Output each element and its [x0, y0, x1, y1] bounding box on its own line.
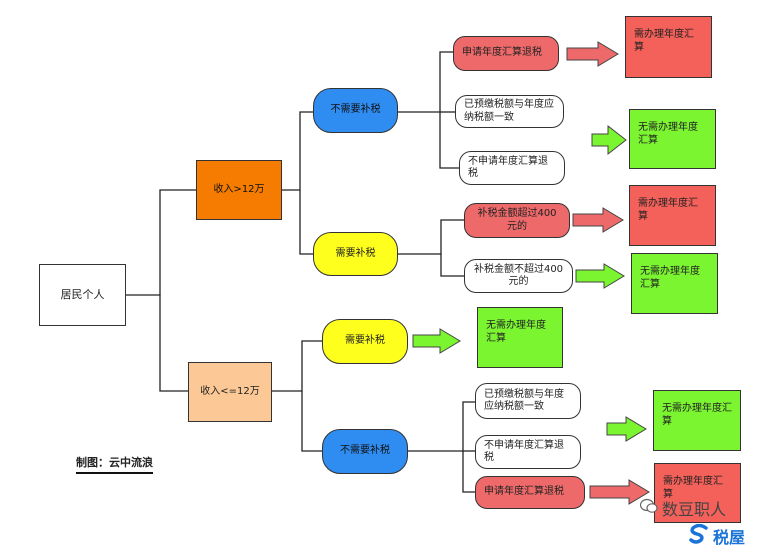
leaf-high-over-400: 补税金额超过400元的 [464, 203, 570, 238]
result-low-pay: 无需办理年度汇算 [477, 307, 563, 368]
green-arrow-1 [591, 124, 627, 156]
leaf-high-consistent: 已预缴税额与年度应纳税额一致 [455, 95, 564, 128]
leaf-high-refund: 申请年度汇算退税 [453, 36, 559, 71]
leaf-low-consistent: 已预缴税额与年度应纳税额一致 [475, 383, 581, 419]
watermark-2-text: 税屋 [713, 528, 746, 547]
credit-label: 制图：云中流浪 [76, 454, 153, 474]
watermark-1: 数豆职人 [639, 496, 727, 520]
leaf-low-refund: 申请年度汇算退税 [475, 476, 585, 509]
root-node: 居民个人 [39, 264, 126, 326]
leaf-low-no-refund: 不申请年度汇算退税 [475, 435, 581, 469]
low-pay-node: 需要补税 [322, 319, 408, 364]
wechat-icon [639, 498, 658, 518]
red-arrow-1 [566, 41, 619, 67]
watermark-2: 税屋 [688, 523, 746, 548]
result-low-no-pay: 无需办理年度汇算 [653, 390, 741, 451]
green-arrow-3 [412, 328, 461, 354]
result-low-refund: 需办理年度汇算 [654, 463, 741, 523]
watermark-1-text: 数豆职人 [662, 500, 727, 519]
result-high-no-pay: 无需办理年度汇算 [629, 109, 716, 169]
result-high-under-400: 无需办理年度汇算 [631, 253, 718, 314]
s-logo-icon [688, 523, 710, 548]
green-arrow-2 [575, 263, 625, 289]
result-high-refund: 需办理年度汇算 [625, 16, 712, 78]
result-high-over-400: 需办理年度汇算 [629, 185, 716, 246]
leaf-high-no-refund: 不申请年度汇算退税 [459, 151, 565, 185]
red-arrow-2 [572, 207, 624, 233]
red-arrow-3 [589, 479, 650, 505]
high-pay-node: 需要补税 [313, 232, 398, 276]
leaf-high-under-400: 补税金额不超过400元的 [464, 259, 573, 293]
green-arrow-4 [606, 416, 647, 442]
income-high-node: 收入>12万 [196, 160, 282, 220]
income-low-node: 收入<=12万 [188, 362, 272, 422]
high-no-pay-node: 不需要补税 [313, 88, 398, 133]
low-no-pay-node: 不需要补税 [322, 429, 408, 474]
